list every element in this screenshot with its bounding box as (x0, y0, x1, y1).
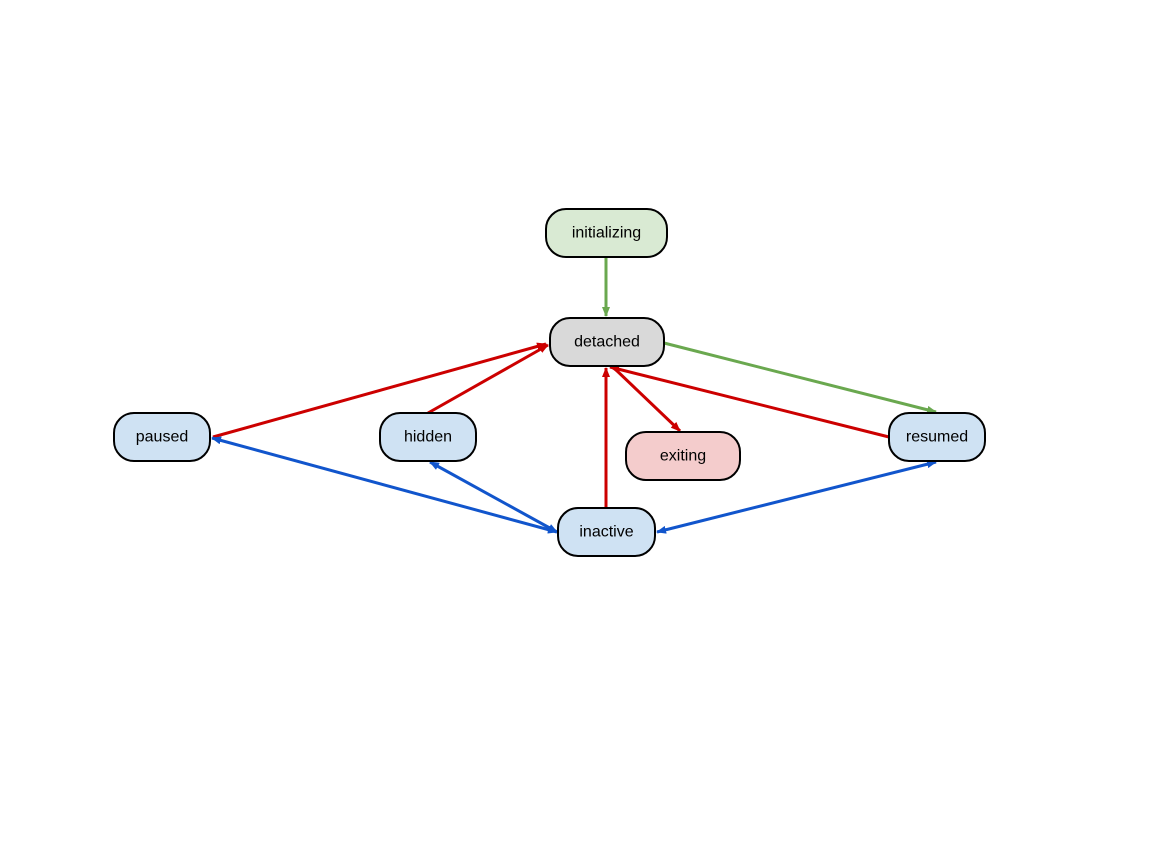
node-inactive-box[interactable] (557, 507, 656, 557)
edge-resumed-to-detached (609, 365, 890, 439)
node-initializing-label: initializing (572, 225, 641, 242)
node-initializing[interactable]: initializing (545, 208, 668, 258)
edge-resumed-inactive (656, 460, 937, 534)
node-layer: initializing detached paused hidden exiting r… (113, 208, 986, 557)
node-exiting-box[interactable] (625, 431, 741, 481)
edge-detached-to-resumed (663, 341, 937, 414)
node-hidden-box[interactable] (379, 412, 477, 462)
node-resumed-label: resumed (906, 429, 968, 446)
node-resumed-box[interactable] (888, 412, 986, 462)
edge-hidden-to-detached (427, 343, 549, 415)
node-exiting[interactable]: exiting (625, 431, 741, 481)
node-exiting-label: exiting (660, 448, 706, 465)
node-detached[interactable]: detached (549, 317, 665, 367)
edge-layer (211, 257, 937, 534)
node-inactive-label: inactive (579, 524, 633, 541)
node-hidden[interactable]: hidden (379, 412, 477, 462)
node-paused-box[interactable] (113, 412, 211, 462)
node-initializing-box[interactable] (545, 208, 668, 258)
node-detached-label: detached (574, 334, 640, 351)
edge-hidden-inactive (429, 460, 558, 534)
edge-detached-to-exiting (612, 366, 682, 433)
edge-paused-to-detached (212, 342, 547, 439)
node-hidden-label: hidden (404, 429, 452, 446)
node-paused[interactable]: paused (113, 412, 211, 462)
node-paused-label: paused (136, 429, 189, 446)
node-inactive[interactable]: inactive (557, 507, 656, 557)
node-resumed[interactable]: resumed (888, 412, 986, 462)
node-detached-box[interactable] (549, 317, 665, 367)
